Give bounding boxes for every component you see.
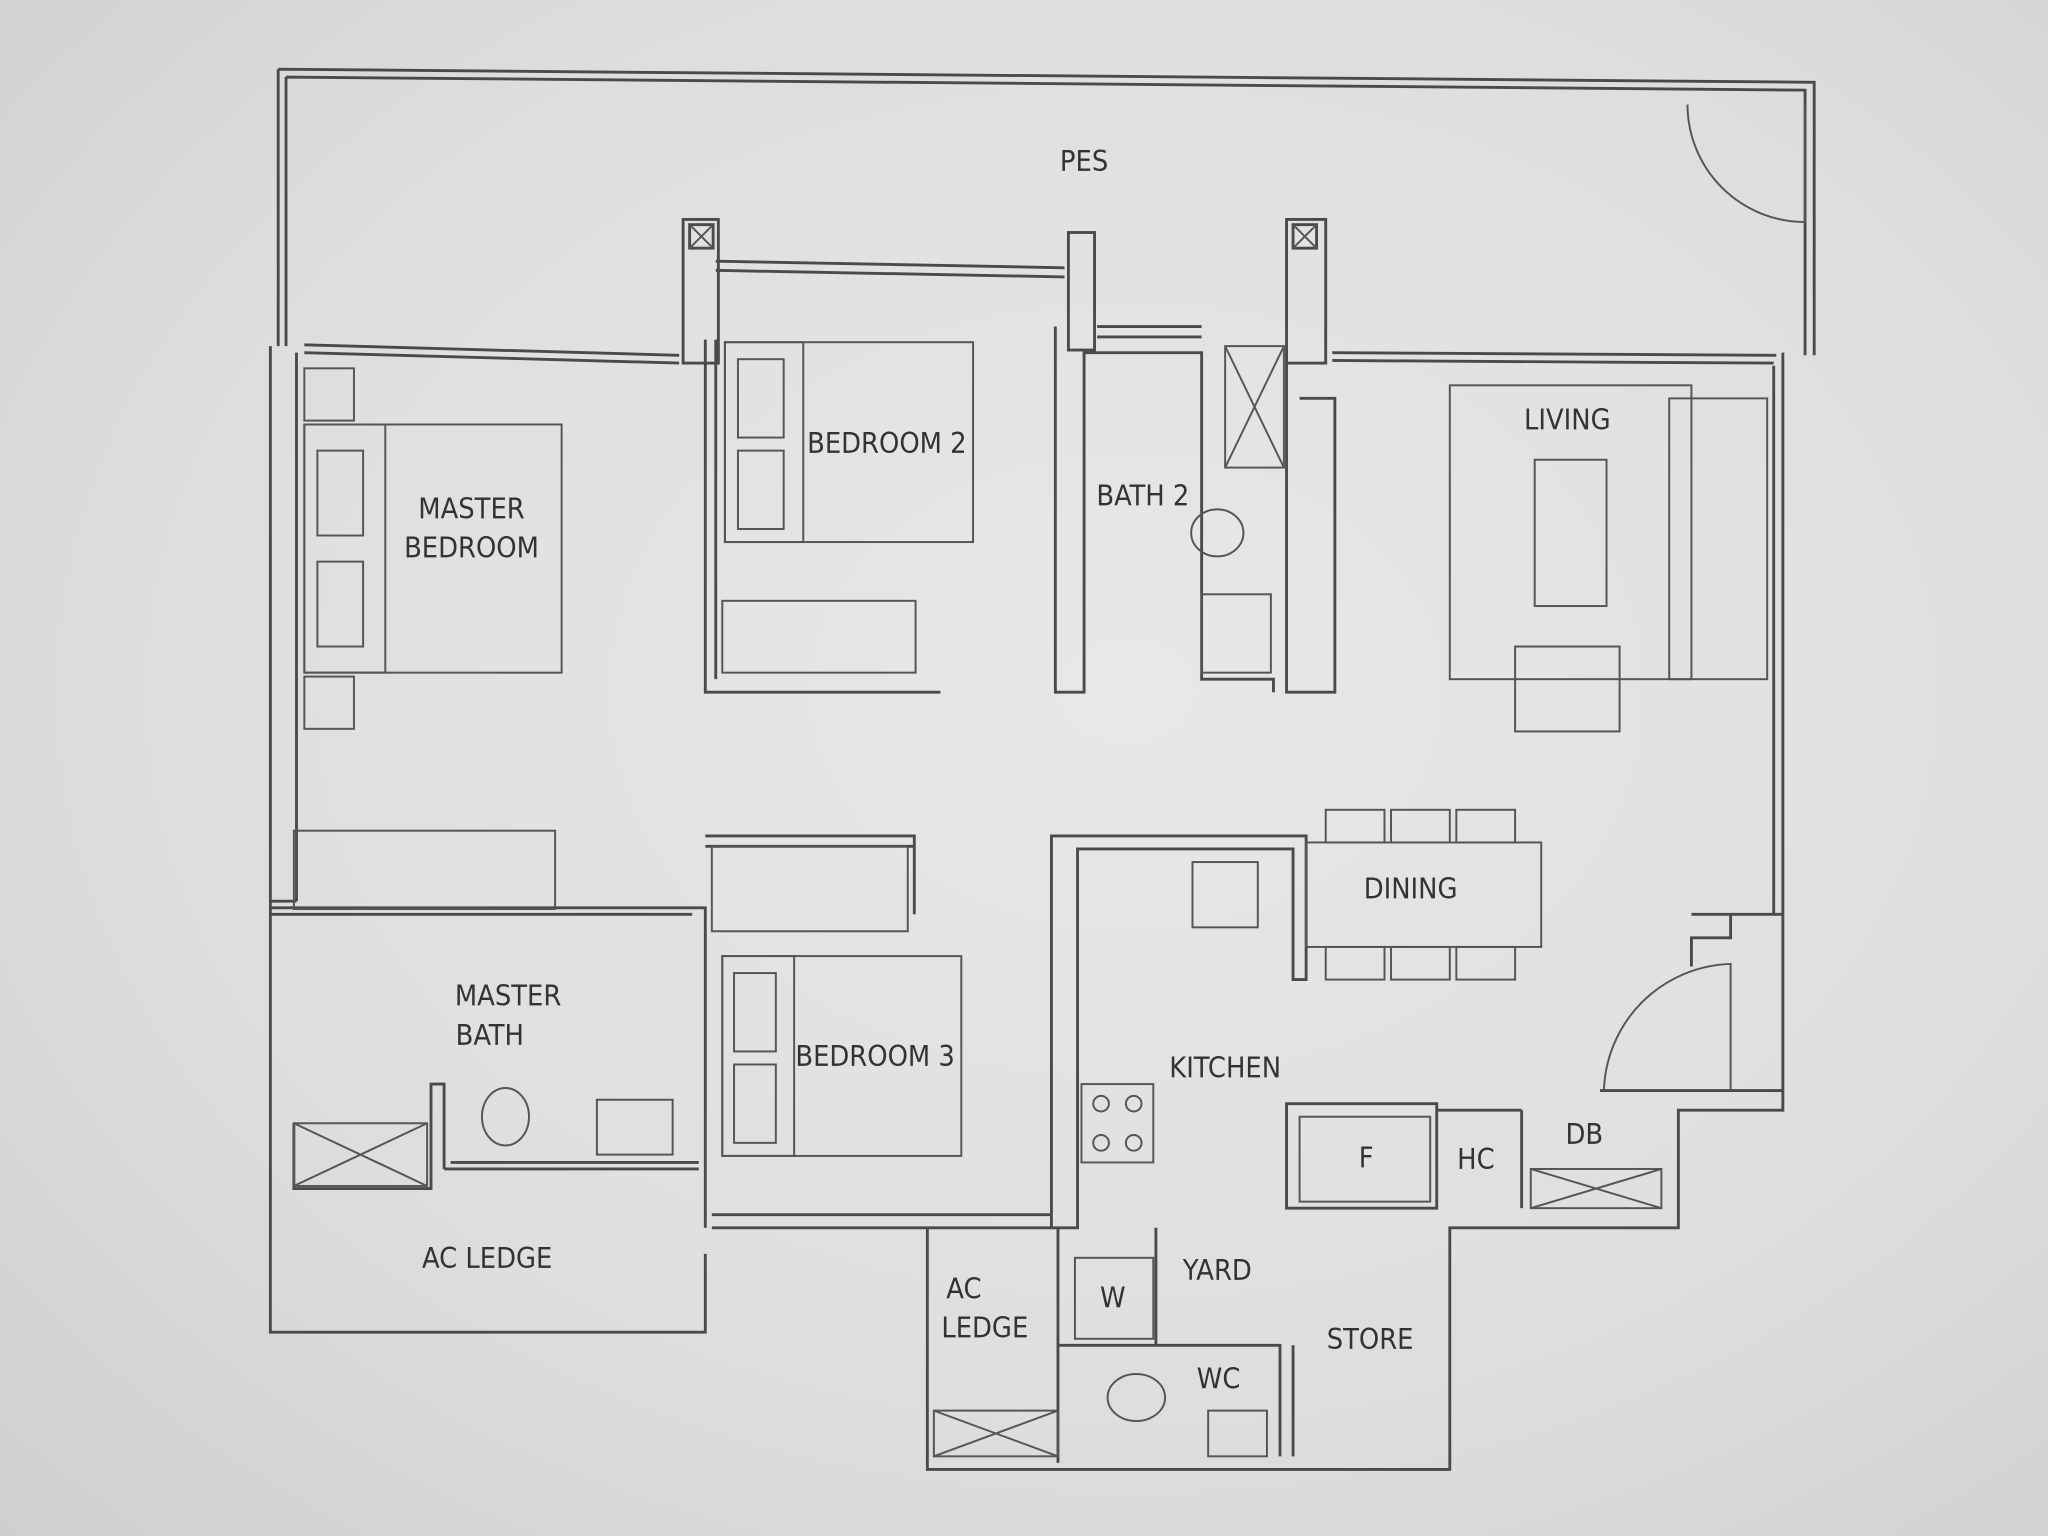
- label-ac-ledge-small-2: LEDGE: [941, 1310, 1028, 1344]
- kitchen-sink: [1191, 861, 1259, 929]
- washer: [1073, 1256, 1155, 1340]
- label-wc: WC: [1197, 1361, 1241, 1395]
- coffee-table: [1533, 458, 1608, 608]
- label-hc: HC: [1457, 1142, 1494, 1176]
- sofa: [1668, 397, 1769, 681]
- label-bath-2: BATH 2: [1096, 478, 1189, 512]
- label-ac-ledge-left: AC LEDGE: [422, 1241, 552, 1275]
- armchair: [1514, 645, 1621, 733]
- label-bedroom-2: BEDROOM 2: [807, 426, 967, 460]
- label-db: DB: [1566, 1117, 1604, 1151]
- living-rug: [1448, 384, 1693, 681]
- label-ac-ledge-small-1: AC: [946, 1271, 981, 1305]
- outer-walls: [268, 259, 1785, 1471]
- shower-master: [292, 1122, 429, 1187]
- basin-master: [595, 1098, 674, 1156]
- bedroom3-wardrobe: [710, 845, 909, 933]
- room-labels: PES MASTER BEDROOM BEDROOM 2 BATH 2 LIVI…: [404, 144, 1611, 1395]
- label-kitchen: KITCHEN: [1169, 1051, 1281, 1085]
- toilet-master: [480, 1087, 530, 1147]
- toilet-wc: [1106, 1373, 1167, 1423]
- label-master-bedroom-2: BEDROOM: [404, 531, 539, 565]
- bedroom2-wardrobe: [721, 599, 917, 674]
- label-fridge: F: [1359, 1141, 1374, 1175]
- label-pes: PES: [1060, 144, 1108, 178]
- interior-walls: [270, 325, 1524, 1463]
- label-master-bath-1: MASTER: [455, 979, 561, 1013]
- label-master-bath-2: BATH: [456, 1018, 524, 1052]
- toilet-bath2: [1190, 508, 1245, 558]
- fridge: [1298, 1115, 1432, 1203]
- columns: [681, 217, 1328, 365]
- label-dining: DINING: [1364, 872, 1458, 906]
- label-store: STORE: [1327, 1322, 1414, 1356]
- basin-wc: [1207, 1409, 1268, 1458]
- furniture: [292, 341, 1769, 1458]
- basin-bath2: [1200, 593, 1272, 674]
- label-living: LIVING: [1524, 403, 1611, 437]
- label-washer: W: [1100, 1280, 1126, 1314]
- shower-bath2: [1224, 345, 1285, 469]
- master-wardrobe: [292, 829, 557, 911]
- label-bedroom-3: BEDROOM 3: [795, 1039, 955, 1073]
- label-yard: YARD: [1182, 1253, 1252, 1287]
- pes-boundary: [276, 67, 1816, 356]
- stove: [1080, 1083, 1155, 1164]
- label-master-bedroom-1: MASTER: [418, 492, 524, 526]
